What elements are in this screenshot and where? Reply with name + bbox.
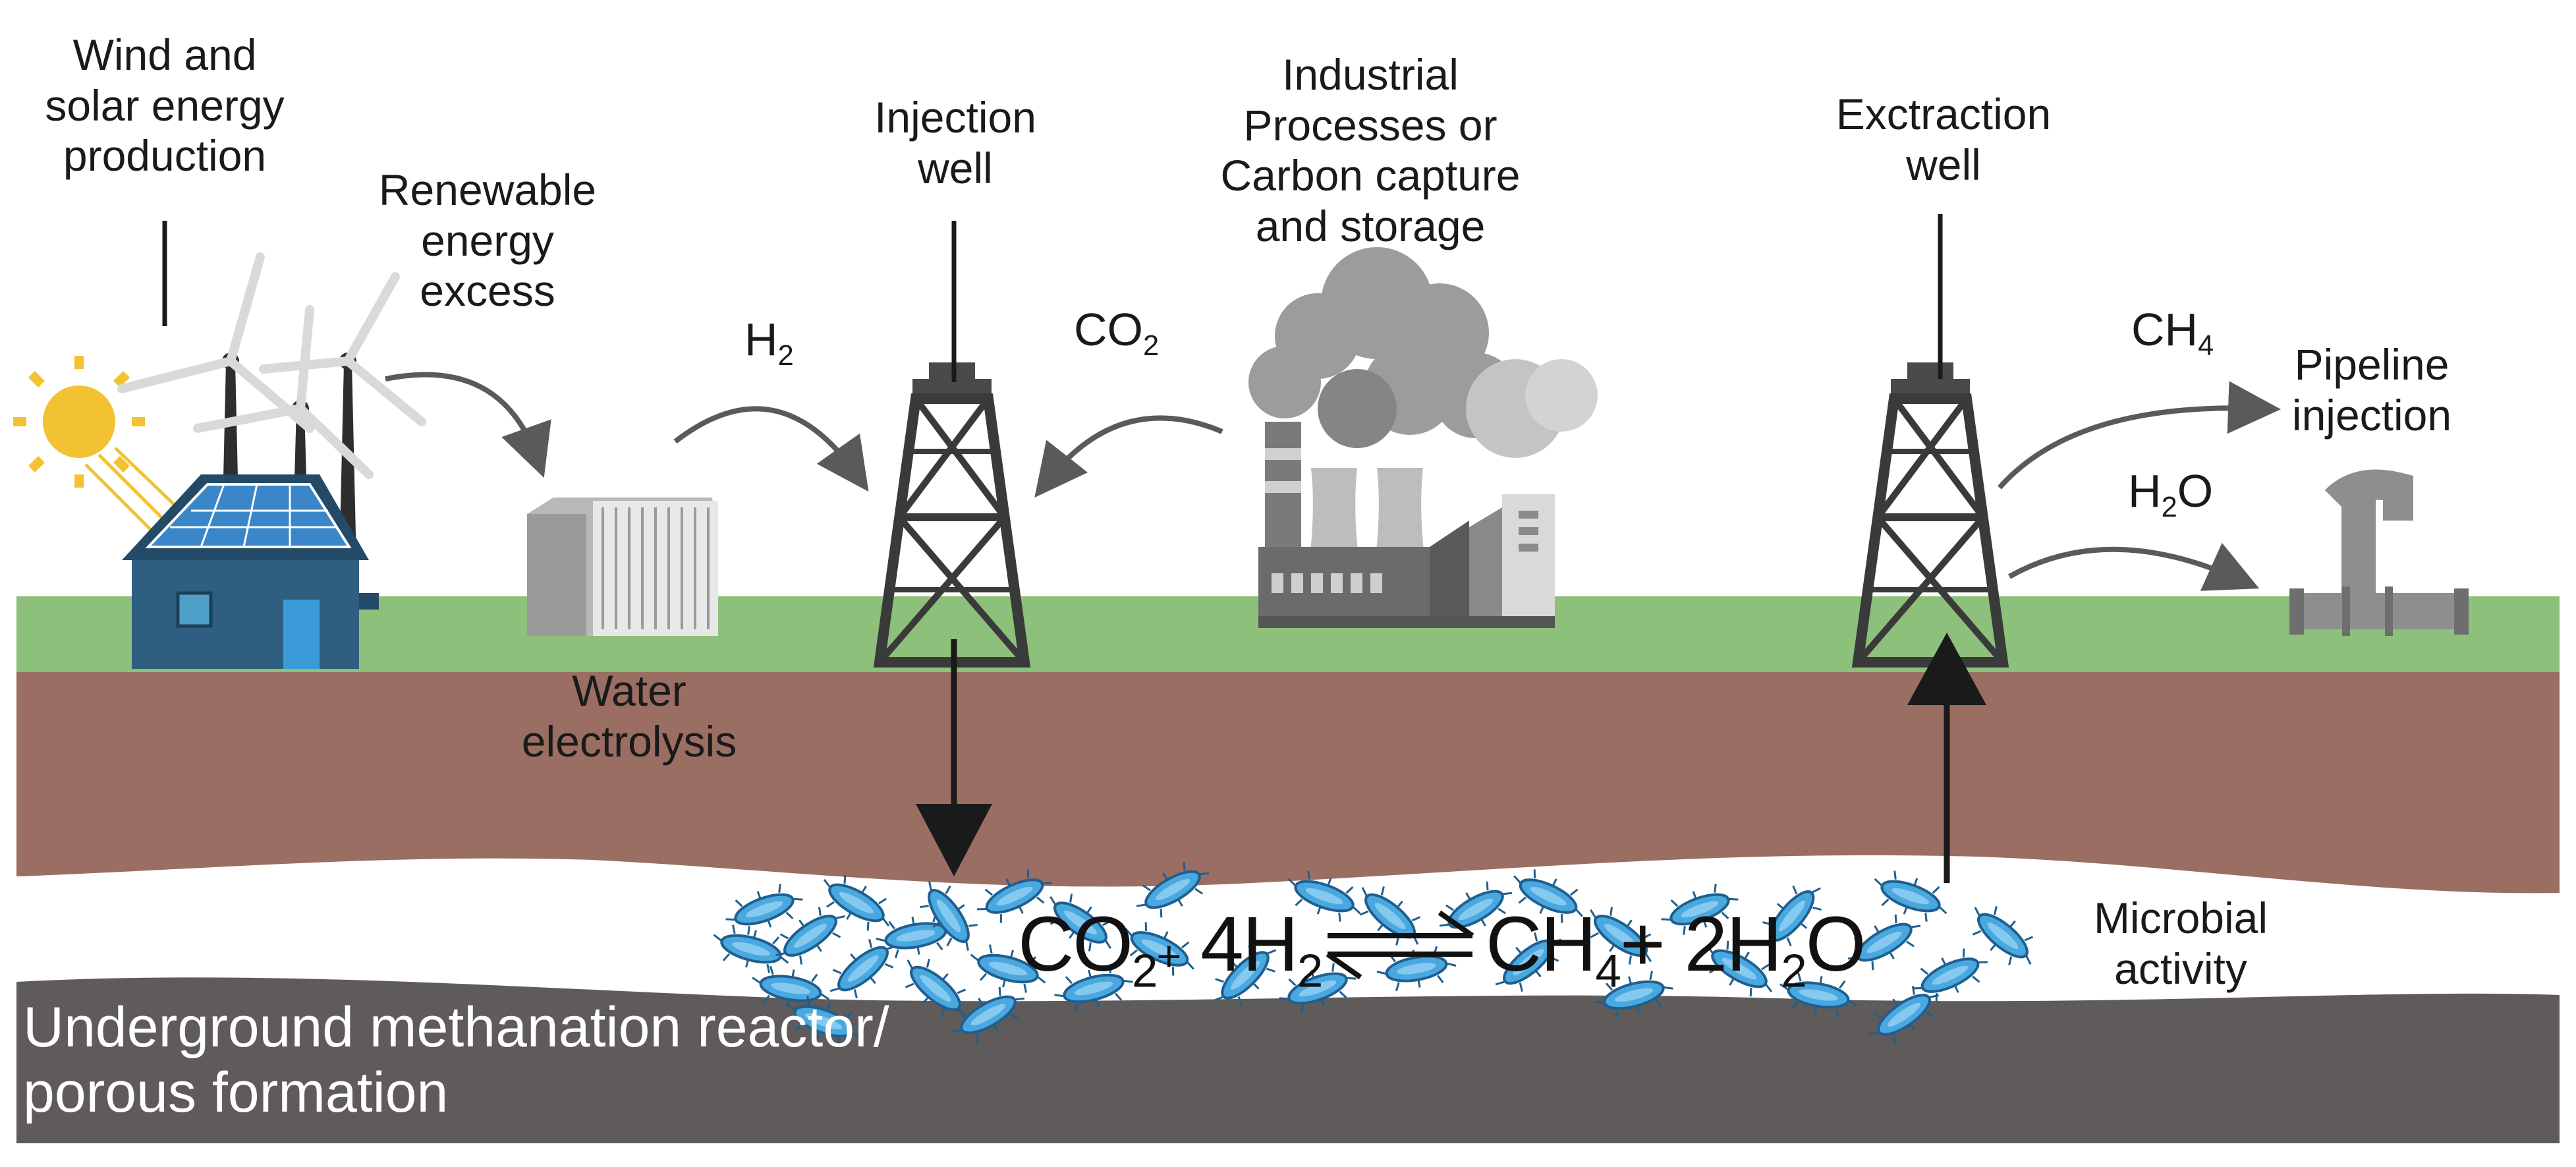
soil-layer — [16, 672, 2560, 894]
h2o-label: H2O — [2128, 465, 2214, 523]
electrolyzer-icon — [527, 498, 718, 636]
injection-down-arrowhead — [916, 804, 992, 876]
turbine-blades-icon — [117, 252, 426, 479]
h2-label: H2 — [744, 314, 794, 372]
ch4-arrow — [1998, 381, 2281, 490]
ch4-label: CH4 — [2131, 304, 2214, 362]
equation-right: CH4+ 2H2O — [1486, 901, 1866, 998]
equation-left: CO2+ 4H2 — [1018, 901, 1323, 998]
excess-arrow — [385, 372, 551, 478]
co2-arrow — [1034, 415, 1223, 498]
house-icon — [122, 474, 379, 669]
h2o-arrow — [2008, 542, 2260, 591]
reactor-label: Underground methanation reactor/porous f… — [23, 996, 889, 1124]
h2-arrow — [673, 406, 869, 492]
pipeline-icon — [2289, 469, 2469, 636]
co2-label: CO2 — [1074, 304, 1160, 362]
sun-icon — [13, 356, 199, 542]
extraction-up-arrowhead — [1907, 633, 1986, 705]
rock-layer — [16, 977, 2560, 1143]
smoke-cloud-icon — [1248, 247, 1598, 458]
factory-icon — [1258, 422, 1555, 628]
equilibrium-arrows-icon — [1326, 910, 1474, 980]
